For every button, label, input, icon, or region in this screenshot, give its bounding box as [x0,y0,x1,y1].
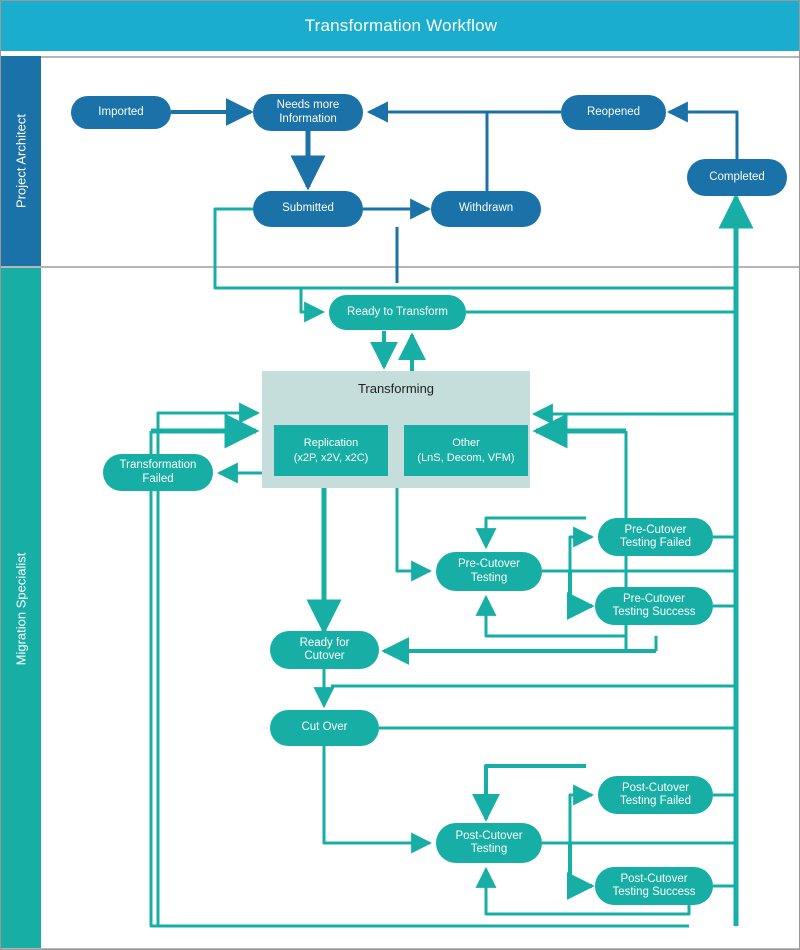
node-post-cutover-testing-failed-label-line1: Post-Cutover [621,781,690,794]
node-imported[interactable]: Imported [71,96,171,129]
node-transformation-failed-label-line1: Transformation [119,459,197,472]
edge-cut-over-to-post-cutover-testing [322,746,433,854]
diagram-header: Transformation Workflow [1,1,799,51]
node-pre-cutover-testing-success-label-line2: Testing Success [612,606,696,618]
node-post-cutover-testing-failed[interactable]: Post-Cutover Testing Failed [598,776,713,814]
node-post-cutover-testing[interactable]: Post-Cutover Testing [436,823,542,863]
divider-top [41,56,799,58]
divider-lane-separator [1,266,799,268]
node-needs-more-information-label-line2: Information [279,112,337,125]
node-post-cutover-testing-success-label-line2: Testing Success [612,886,696,898]
node-needs-more-information[interactable]: Needs more Information [253,94,363,131]
divider-bottom [1,948,799,949]
node-pre-cutover-testing-success[interactable]: Pre-Cutover Testing Success [595,587,713,625]
edge-pre-cutover-testing-to-success [566,571,595,620]
node-ready-to-transform-label: Ready to Transform [347,305,448,318]
node-ready-to-transform[interactable]: Ready to Transform [329,295,466,330]
node-pre-cutover-testing[interactable]: Pre-Cutover Testing [436,552,542,591]
node-cut-over-label: Cut Over [301,721,348,734]
node-pre-cutover-testing-success-label-line1: Pre-Cutover [623,592,685,605]
edge-post-cutover-failed-back-to-testing [472,764,586,822]
edge-post-cutover-testing-to-success [566,843,595,900]
edge-completed-to-reopened [666,101,739,159]
node-withdrawn[interactable]: Withdrawn [431,191,541,227]
edge-transforming-to-pre-cutover-testing [395,488,433,582]
node-needs-more-information-label-line1: Needs more [276,99,340,112]
edge-post-cutover-success-back-to-testing [475,866,691,916]
node-submitted-label: Submitted [282,202,334,215]
node-post-cutover-testing-failed-label-line2: Testing Failed [620,795,691,807]
edge-transformation-failed-to-transforming [156,402,261,454]
edge-pre-cutover-success-back-to-testing [475,594,628,638]
node-other-label-line2: (LnS, Decom, VFM) [417,451,515,464]
node-reopened[interactable]: Reopened [561,95,666,130]
node-pre-cutover-testing-failed-label-line2: Testing Failed [620,537,691,549]
node-pre-cutover-testing-label-line2: Testing [470,571,508,584]
node-completed[interactable]: Completed [687,159,787,196]
node-ready-for-cutover-label-line2: Cutover [304,650,345,662]
edge-pre-cutover-testing-to-failed [568,526,595,571]
node-replication-label-line2: (x2P, x2V, x2C) [293,451,369,464]
node-post-cutover-testing-success[interactable]: Post-Cutover Testing Success [595,867,713,905]
node-replication[interactable]: Replication (x2P, x2V, x2C) [274,425,388,476]
node-withdrawn-label: Withdrawn [458,202,514,215]
node-ready-for-cutover-label-line1: Ready for [299,636,350,649]
group-transforming[interactable]: Transforming Replication (x2P, x2V, x2C)… [262,371,530,488]
group-transforming-title: Transforming [357,381,435,396]
node-other-label-line1: Other [452,436,480,449]
node-post-cutover-testing-label-line1: Post-Cutover [455,829,523,842]
rail-left-vertical [149,431,689,928]
node-transformation-failed[interactable]: Transformation Failed [103,454,213,491]
node-pre-cutover-testing-label-line1: Pre-Cutover [458,558,520,571]
node-cut-over[interactable]: Cut Over [270,710,379,746]
node-other[interactable]: Other (LnS, Decom, VFM) [404,425,528,476]
edge-withdrawn-to-needs-more-info [366,101,489,191]
node-reopened-label: Reopened [586,105,641,118]
node-pre-cutover-testing-failed-label-line1: Pre-Cutover [624,523,687,536]
node-ready-for-cutover[interactable]: Ready for Cutover [270,631,379,669]
node-transformation-failed-label-line2: Failed [142,472,174,485]
node-post-cutover-testing-success-label-line1: Post-Cutover [620,872,688,885]
node-completed-label: Completed [709,170,765,183]
node-submitted[interactable]: Submitted [253,191,363,227]
node-post-cutover-testing-label-line2: Testing [470,843,508,855]
node-pre-cutover-testing-failed[interactable]: Pre-Cutover Testing Failed [598,518,713,556]
edge-post-cutover-testing-to-failed [568,784,595,843]
swimlane-project-architect: Project Architect [1,56,41,266]
edge-pre-cutover-failed-back-to-testing [475,516,586,550]
node-replication-label-line1: Replication [303,436,359,449]
swimlane-migration-specialist: Migration Specialist [1,268,41,949]
node-imported-label: Imported [98,105,144,118]
edge-submitted-left-to-ready-to-transform [213,207,326,323]
page-title: Transformation Workflow [304,16,498,35]
